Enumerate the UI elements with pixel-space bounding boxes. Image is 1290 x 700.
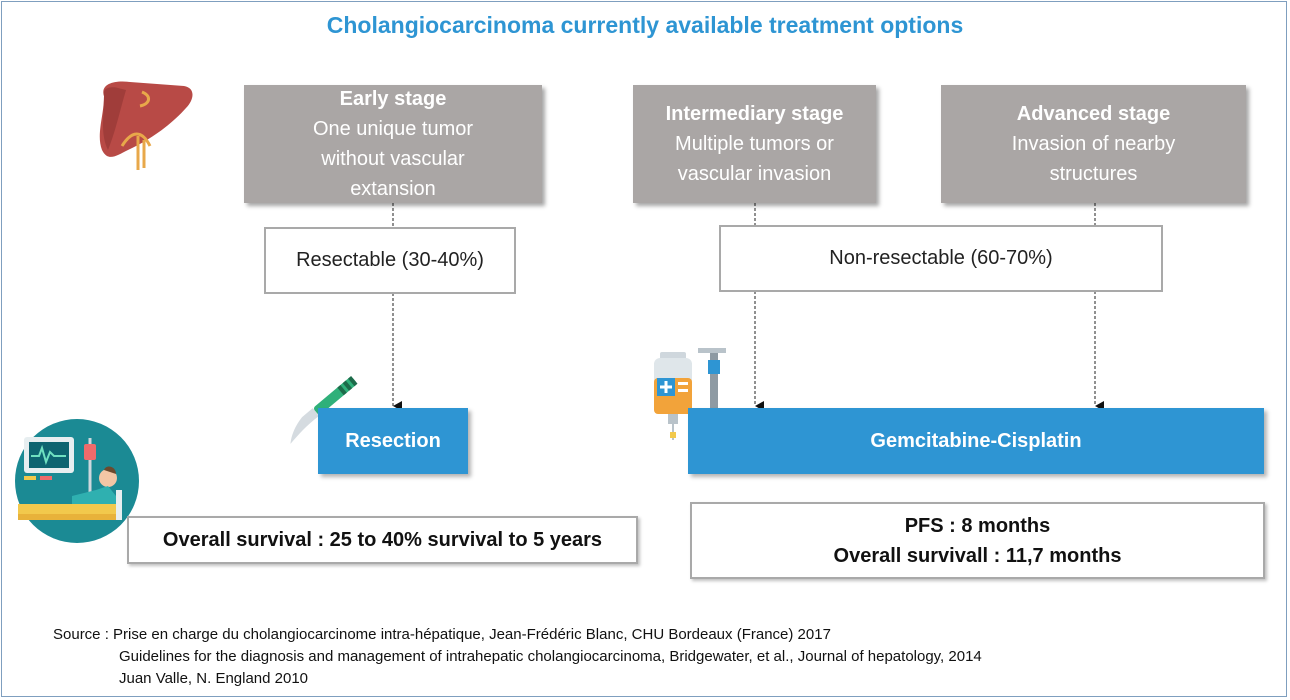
survival-resection-text: Overall survival : 25 to 40% survival to… (162, 529, 603, 551)
stage-early-title: Early stage (339, 88, 447, 110)
stage-early-description: One unique tumor without vascular extans… (312, 118, 474, 200)
source-line-3: Juan Valle, N. England 2010 (119, 670, 309, 687)
source-line-2: Guidelines for the diagnosis and managem… (119, 648, 982, 665)
treatment-resection: Resection (318, 408, 468, 474)
source-citations: Source : Prise en charge du cholangiocar… (53, 624, 982, 690)
stage-advanced-description: Invasion of nearby structures (1011, 133, 1176, 185)
treatment-gemcitabine-cisplatin: Gemcitabine-Cisplatin (688, 408, 1264, 474)
diagram-title: Cholangiocarcinoma currently available t… (326, 12, 964, 38)
resectable-box: Resectable (30-40%) (264, 227, 516, 294)
source-line-1: Prise en charge du cholangiocarcinome in… (113, 626, 831, 643)
survival-chemo-os: Overall survivall : 11,7 months (833, 544, 1122, 567)
stage-advanced: Advanced stage Invasion of nearby struct… (941, 85, 1246, 203)
survival-resection: Overall survival : 25 to 40% survival to… (127, 516, 638, 564)
stage-early: Early stage One unique tumor without vas… (244, 85, 542, 203)
stage-intermediary-description: Multiple tumors or vascular invasion (675, 133, 834, 185)
nonresectable-box: Non-resectable (60-70%) (719, 225, 1163, 292)
stage-advanced-title: Advanced stage (1016, 103, 1171, 125)
survival-chemo-pfs: PFS : 8 months (904, 514, 1051, 537)
survival-chemo: PFS : 8 months Overall survivall : 11,7 … (690, 502, 1265, 579)
source-prefix: Source : (53, 626, 114, 643)
stage-intermediary: Intermediary stage Multiple tumors or va… (633, 85, 876, 203)
stage-intermediary-title: Intermediary stage (665, 103, 844, 125)
